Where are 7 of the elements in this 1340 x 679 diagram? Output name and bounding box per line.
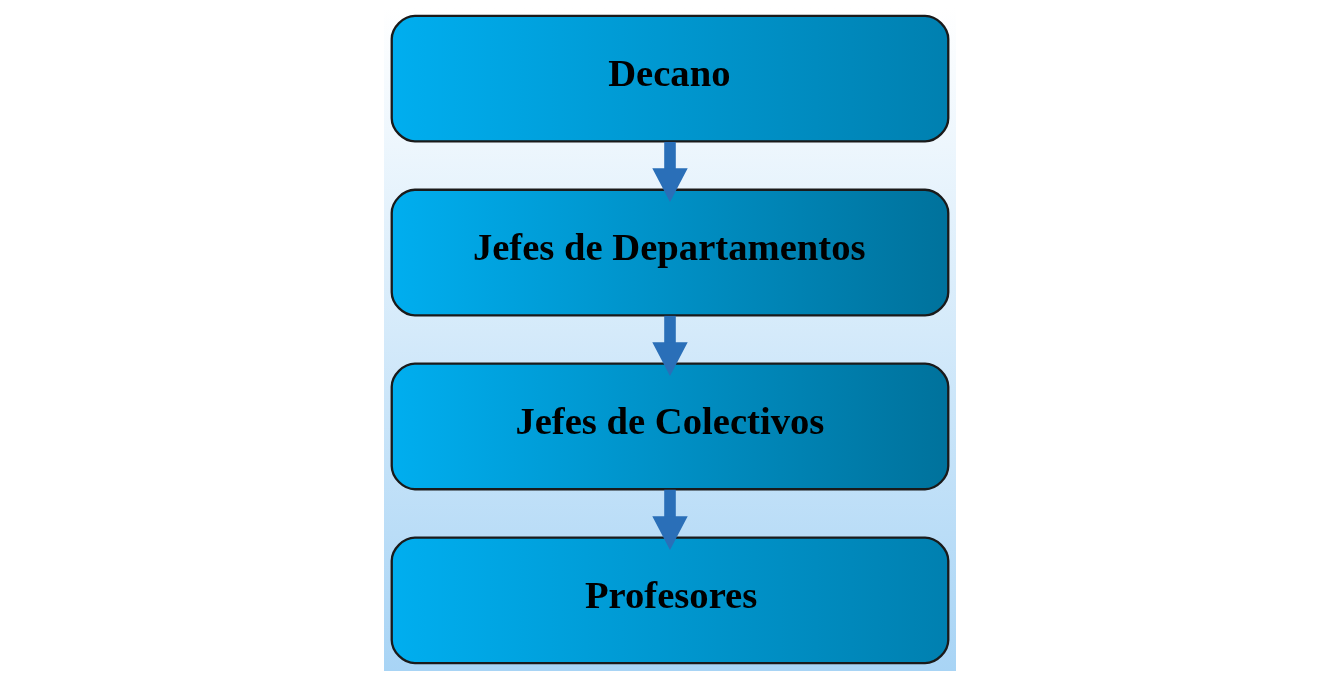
node-box: Jefes de Departamentos	[390, 188, 950, 317]
arrow	[652, 315, 688, 376]
node-box: Decano	[390, 14, 950, 143]
arrow	[652, 489, 688, 550]
node-box: Jefes de Colectivos	[390, 362, 950, 491]
node-box: Profesores	[390, 536, 950, 665]
arrow	[652, 141, 688, 203]
